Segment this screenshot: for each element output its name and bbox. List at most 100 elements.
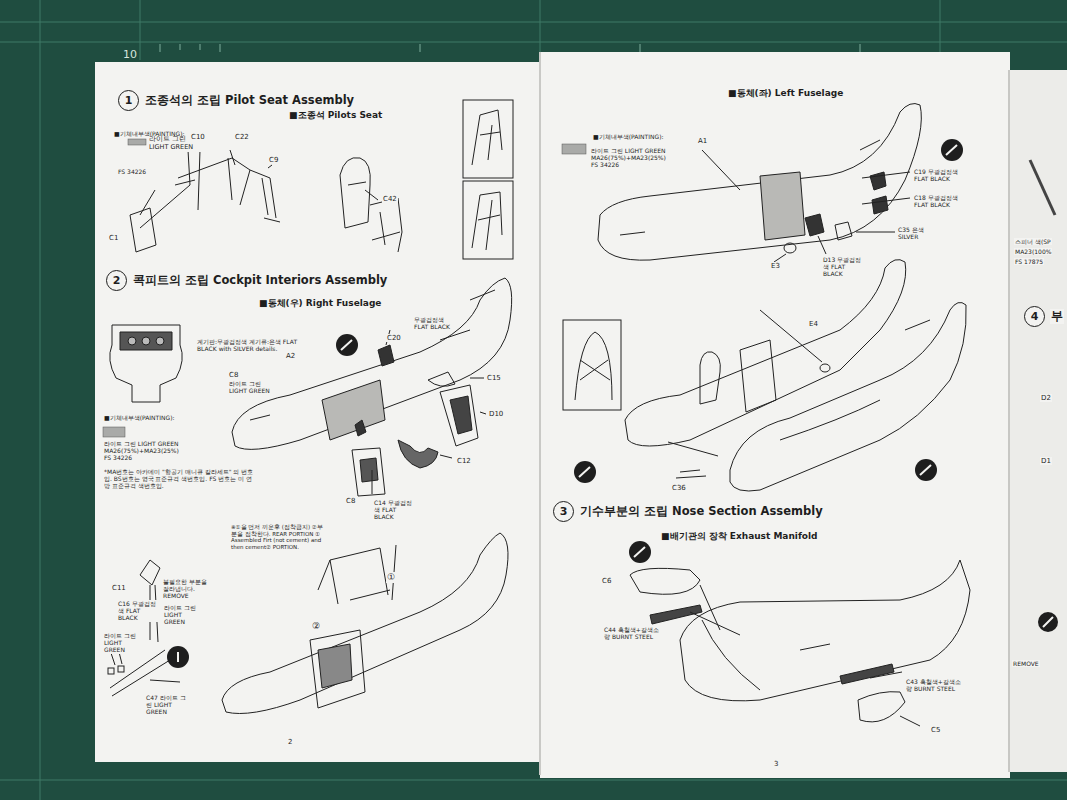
cutting-mat-part-part	[180, 44, 181, 50]
part-label: C42	[382, 195, 398, 203]
step-number: 3	[553, 501, 574, 522]
cockpit-drawing-part	[428, 372, 455, 386]
part-label: C8	[345, 497, 356, 505]
cockpit-drawing-part	[110, 325, 183, 402]
part-label: 라이트 그린 LIGHT GREEN	[103, 632, 145, 654]
step-heading-node: 3 기수부분의 조립 Nose Section Assembly	[553, 501, 824, 522]
pilot-seat-drawing-part	[463, 181, 513, 259]
part-label: C6	[601, 577, 612, 585]
part-label: C18 무광검정색 FLAT BLACK	[913, 194, 970, 208]
step-title: 기수부분의 조립 Nose Section Assembly	[579, 504, 824, 519]
pilot-seat-drawing-part	[130, 208, 156, 252]
part-label: 2	[287, 738, 293, 746]
left-fuselage-drawing-part	[676, 470, 706, 478]
part-label: FS 17875	[1014, 258, 1044, 265]
step-number: 1	[118, 90, 139, 111]
cutting-mat-part-part	[0, 780, 1067, 781]
cutting-mat-part-part	[140, 0, 141, 60]
part-label: C20	[386, 334, 402, 342]
part-label: D1	[1040, 457, 1052, 465]
part-label: C47 라이트 그린 LIGHT GREEN	[145, 694, 187, 716]
part-label: C14 무광검정색 FLAT BLACK	[373, 499, 415, 521]
part-label: D13 무광검정색 FLAT BLACK	[822, 256, 866, 278]
part-label: D10	[488, 410, 504, 418]
cutting-mat-part-part	[200, 44, 201, 50]
instruction-icons-part	[1030, 160, 1055, 215]
part-label: D2	[1040, 394, 1052, 402]
nose-section-drawing-part	[702, 620, 830, 690]
section-heading: ■동체(우) Right Fuselage	[258, 298, 382, 309]
part-label: 계기판:무광검정색 계기류:은색 FLAT BLACK with SILVER …	[196, 338, 310, 352]
cockpit-drawing-part	[378, 345, 394, 366]
cockpit-drawing-part	[440, 385, 478, 446]
left-fuselage-drawing-part	[700, 352, 720, 404]
step-heading-node: 1조종석의 조립 Pilot Seat Assembly	[118, 90, 355, 111]
cockpit-drawing-part	[355, 420, 366, 436]
left-fuselage-drawing-part	[780, 320, 930, 440]
pilot-seat-drawing-part	[348, 182, 366, 185]
section-heading: ■배기관의 장착 Exhaust Manifold	[660, 531, 819, 542]
cockpit-drawing-part	[450, 396, 472, 434]
left-fuselage-drawing-part	[870, 172, 886, 190]
step-number: 4	[1024, 306, 1045, 327]
part-label: C11	[111, 584, 127, 592]
part-label: 라이트 그린 LIGHT GREEN	[228, 380, 275, 394]
booklet-pages-part	[95, 62, 541, 762]
instruction-icons-part-part	[178, 145, 1053, 662]
cutting-mat-part-part	[0, 42, 1067, 43]
cutting-mat-part-part	[640, 44, 641, 52]
cutting-mat-part-part	[40, 0, 41, 800]
part-label: C9	[268, 156, 279, 164]
part-label: C12	[456, 457, 472, 465]
left-fuselage-drawing-part	[740, 340, 776, 412]
booklet-pages-part	[539, 52, 541, 775]
booklet-pages-part	[1008, 70, 1010, 772]
step-number: 2	[106, 270, 127, 291]
left-fuselage-drawing-part	[872, 196, 888, 214]
part-label: ■기체내부색(PAINTING):	[103, 414, 176, 421]
cockpit-drawing-part	[360, 458, 378, 482]
paint-swatches-part	[103, 427, 125, 437]
left-fuselage-drawing-part	[784, 243, 796, 253]
part-label: C44 흑철색+갈색소량 BURNT STEEL	[603, 626, 665, 640]
part-label: ②	[311, 621, 321, 632]
part-label: C22	[234, 133, 250, 141]
booklet-pages	[95, 52, 1067, 778]
part-label: ①	[386, 572, 396, 583]
rear-portion-drawing-part	[118, 666, 124, 672]
nose-section-drawing-part	[680, 560, 970, 701]
cockpit-drawing-part	[156, 337, 164, 345]
rear-portion-drawing-part	[140, 560, 160, 585]
part-label: 10	[122, 48, 138, 61]
booklet-pages-part	[1008, 70, 1067, 772]
cutting-mat-part-part	[220, 44, 221, 52]
cockpit-drawing-part	[372, 330, 486, 494]
cockpit-drawing-part	[128, 337, 136, 345]
pilot-seat-drawing-part	[140, 150, 378, 215]
part-label: 스피너 색(SP	[1014, 238, 1052, 245]
pilot-seat-drawing-part	[472, 192, 502, 250]
part-label: C5	[930, 726, 941, 734]
instruction-icons-part	[178, 145, 1053, 662]
step-heading-node: 2 콕피트의 조립 Cockpit Interiors Assembly	[106, 270, 388, 291]
pilot-seat-drawing-part	[140, 150, 200, 228]
step-title: 콕피트의 조립 Cockpit Interiors Assembly	[132, 273, 388, 288]
cutting-mat-part-part	[860, 44, 861, 52]
part-label: C15	[486, 374, 502, 382]
part-label: C36	[671, 484, 687, 492]
part-label: ※①을 먼저 끼운후 (접착금지) ②부분을 접착한다. REAR PORTIO…	[230, 524, 327, 550]
left-fuselage-drawing-part	[702, 150, 910, 262]
part-label: 3	[773, 760, 779, 768]
rear-portion-drawing-part	[310, 630, 365, 708]
cutting-mat-part-part	[0, 22, 1067, 23]
cockpit-drawing-part	[352, 448, 385, 496]
step-heading-node: 4부	[1024, 306, 1064, 327]
nose-section-drawing	[630, 560, 970, 726]
part-label: C1	[108, 234, 119, 242]
part-label: 무광검정색 FLAT BLACK	[413, 316, 455, 330]
part-label: C16 무광검정색 FLAT BLACK	[117, 600, 159, 622]
pilot-seat-drawing-part	[472, 110, 502, 165]
